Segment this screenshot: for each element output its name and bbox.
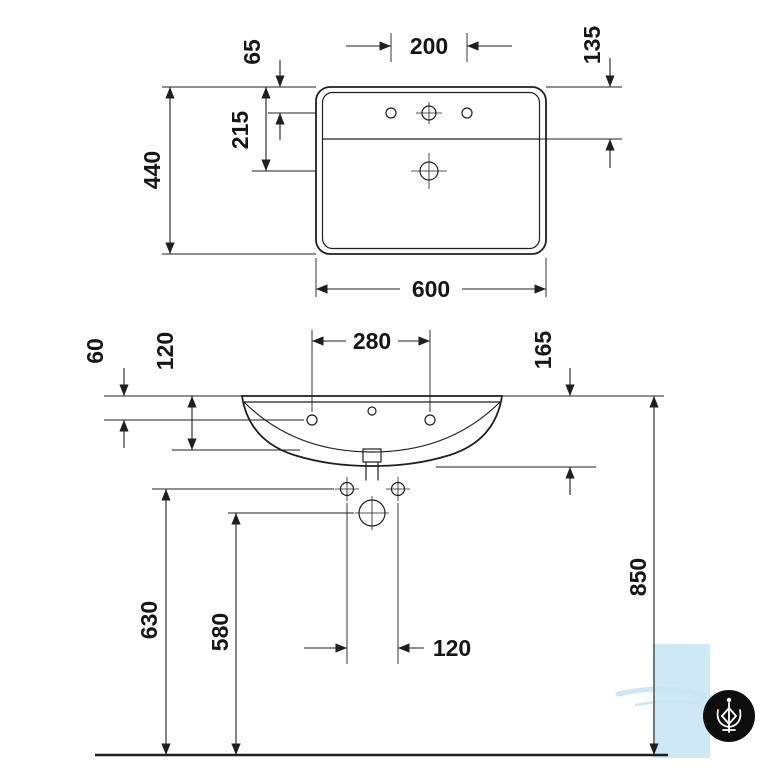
shop-logo xyxy=(703,690,755,742)
watermark-swoosh xyxy=(615,686,715,701)
dim-label-rim-to-basin-bottom: 120 xyxy=(152,332,178,370)
dim-label-tap-spacing-front: 280 xyxy=(353,328,391,354)
dim-label-floor-to-outlet: 580 xyxy=(207,613,233,651)
dim-label-depth: 440 xyxy=(139,151,165,189)
dim-label-rim-to-body-bottom: 165 xyxy=(530,331,556,370)
basin-inner-rim xyxy=(321,91,541,250)
top-view: 200 65 135 215 440 600 xyxy=(139,26,622,302)
front-tap-hole-right xyxy=(424,414,436,426)
basin-outer-rim xyxy=(315,86,547,255)
dim-label-rim-to-taps: 60 xyxy=(82,338,108,364)
watermark xyxy=(615,644,755,758)
dim-label-edge-to-basin-wall: 135 xyxy=(579,26,605,65)
basin-interior-curve xyxy=(243,401,501,453)
dim-label-tap-spacing-top: 200 xyxy=(410,33,448,59)
front-view: 280 60 120 165 850 630 580 120 xyxy=(82,328,668,757)
dim-label-edge-to-taps: 65 xyxy=(239,39,265,65)
dim-label-floor-to-rim: 850 xyxy=(625,558,651,596)
tap-hole-left xyxy=(385,107,397,119)
chandelier-icon xyxy=(716,697,742,733)
dim-label-width: 600 xyxy=(412,276,450,302)
dim-label-floor-to-fixing-holes: 630 xyxy=(136,601,162,639)
front-tap-hole-left xyxy=(306,414,318,426)
body-outline xyxy=(241,395,503,467)
dim-label-edge-to-drain: 215 xyxy=(227,111,253,150)
tap-hole-right xyxy=(461,107,473,119)
front-overflow-hole xyxy=(367,406,377,416)
dim-label-fixing-hole-spacing: 120 xyxy=(433,635,471,661)
drain-boss xyxy=(362,448,382,463)
